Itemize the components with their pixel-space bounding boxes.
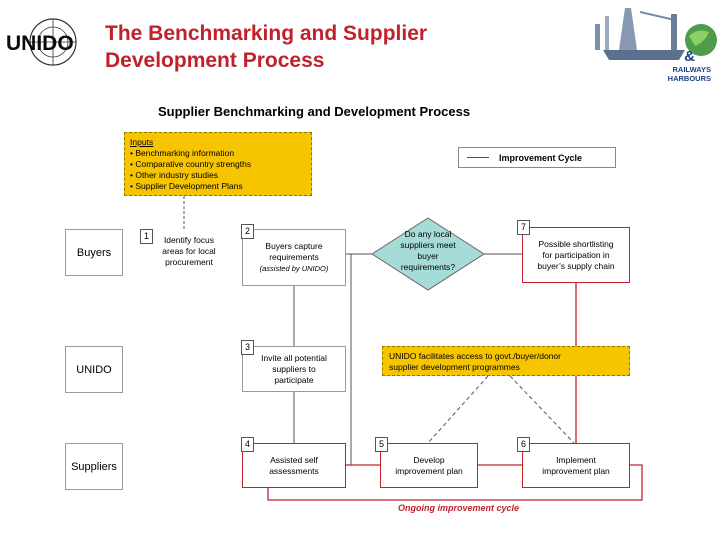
- port-scene-icon: [595, 8, 717, 60]
- step-5-line: Develop: [413, 454, 445, 465]
- inputs-heading: Inputs: [130, 137, 154, 147]
- unido-wordmark: UNIDO: [6, 32, 74, 55]
- step-2-line: Buyers capture: [265, 241, 323, 251]
- inputs-item: • Benchmarking information: [130, 148, 235, 158]
- step-3-line: participate: [274, 374, 314, 385]
- rail-logo-amp: &: [684, 48, 695, 65]
- diagram-title: Supplier Benchmarking and Development Pr…: [158, 104, 471, 119]
- decision-line: requirements?: [400, 262, 456, 272]
- step-2-note: (assisted by UNIDO): [259, 264, 329, 273]
- rail-logo-line2: HARBOURS: [667, 74, 711, 83]
- unido-note-line: supplier development programmes: [389, 362, 520, 372]
- step-4-line: assessments: [269, 465, 319, 476]
- lane-buyers-label: Buyers: [76, 246, 112, 259]
- legend-label: Improvement Cycle: [499, 152, 583, 163]
- unido-note-line: UNIDO facilitates access to govt./buyer/…: [389, 351, 561, 361]
- step-1-line: areas for local: [162, 246, 216, 256]
- step-6-line: Implement: [556, 454, 596, 465]
- step-1-number: 1: [140, 229, 153, 244]
- step-3-line: suppliers to: [272, 363, 316, 374]
- step-1-line: Identify focus: [163, 235, 215, 245]
- step-2-number: 2: [241, 224, 254, 239]
- step-6-box: Implement improvement plan: [522, 443, 630, 488]
- decision-diamond: [371, 217, 485, 291]
- inputs-box: Inputs • Benchmarking information • Comp…: [124, 132, 312, 196]
- step-5-box: Develop improvement plan: [380, 443, 478, 488]
- step-4-number: 4: [241, 437, 254, 452]
- railways-harbours-logo: & RAILWAYS HARBOURS: [585, 2, 725, 102]
- step-1-box: Identify focus areas for local procureme…: [143, 229, 235, 274]
- inputs-item: • Other industry studies: [130, 170, 219, 180]
- ongoing-cycle-label: Ongoing improvement cycle: [398, 503, 520, 513]
- step-7-box: Possible shortlisting for participation …: [522, 227, 630, 283]
- step-6-number: 6: [517, 437, 530, 452]
- step-4-box: Assisted self assessments: [242, 443, 346, 488]
- step-1-line: procurement: [165, 257, 213, 267]
- step-2-line: requirements: [269, 252, 319, 262]
- step-7-line: for participation in: [542, 249, 610, 260]
- lane-suppliers-label: Suppliers: [71, 460, 117, 473]
- lane-unido: UNIDO: [65, 346, 123, 393]
- decision-text: Do any local suppliers meet buyer requir…: [388, 229, 468, 273]
- step-2-box: Buyers capture requirements (assisted by…: [242, 229, 346, 286]
- step-5-line: improvement plan: [395, 465, 463, 476]
- inputs-item: • Supplier Development Plans: [130, 181, 243, 191]
- un-emblem-icon: [29, 18, 77, 66]
- legend: Improvement Cycle: [458, 147, 616, 168]
- decision-line: Do any local: [404, 229, 452, 239]
- step-6-line: improvement plan: [542, 465, 610, 476]
- slide-title-line1: The Benchmarking and Supplier: [105, 22, 428, 45]
- unido-logo: UNIDO: [6, 10, 92, 72]
- decision-line: buyer: [417, 251, 439, 261]
- rail-logo-text: RAILWAYS HARBOURS: [668, 65, 711, 83]
- legend-red-line: [467, 157, 489, 158]
- step-7-number: 7: [517, 220, 530, 235]
- decision-line: suppliers meet: [400, 240, 456, 250]
- step-7-line: buyer’s supply chain: [537, 260, 615, 271]
- step-3-line: Invite all potential: [261, 352, 327, 363]
- lane-buyers: Buyers: [65, 229, 123, 276]
- inputs-item: • Comparative country strengths: [130, 159, 252, 169]
- step-4-line: Assisted self: [270, 454, 318, 465]
- step-3-number: 3: [241, 340, 254, 355]
- unido-note-box: UNIDO facilitates access to govt./buyer/…: [382, 346, 630, 376]
- lane-unido-label: UNIDO: [76, 363, 112, 376]
- step-3-box: Invite all potential suppliers to partic…: [242, 346, 346, 392]
- slide-title-line2: Development Process: [105, 49, 325, 72]
- slide-title: The Benchmarking and Supplier Developmen…: [105, 20, 427, 74]
- lane-suppliers: Suppliers: [65, 443, 123, 490]
- step-7-line: Possible shortlisting: [538, 238, 614, 249]
- rail-logo-line1: RAILWAYS: [672, 65, 711, 74]
- step-5-number: 5: [375, 437, 388, 452]
